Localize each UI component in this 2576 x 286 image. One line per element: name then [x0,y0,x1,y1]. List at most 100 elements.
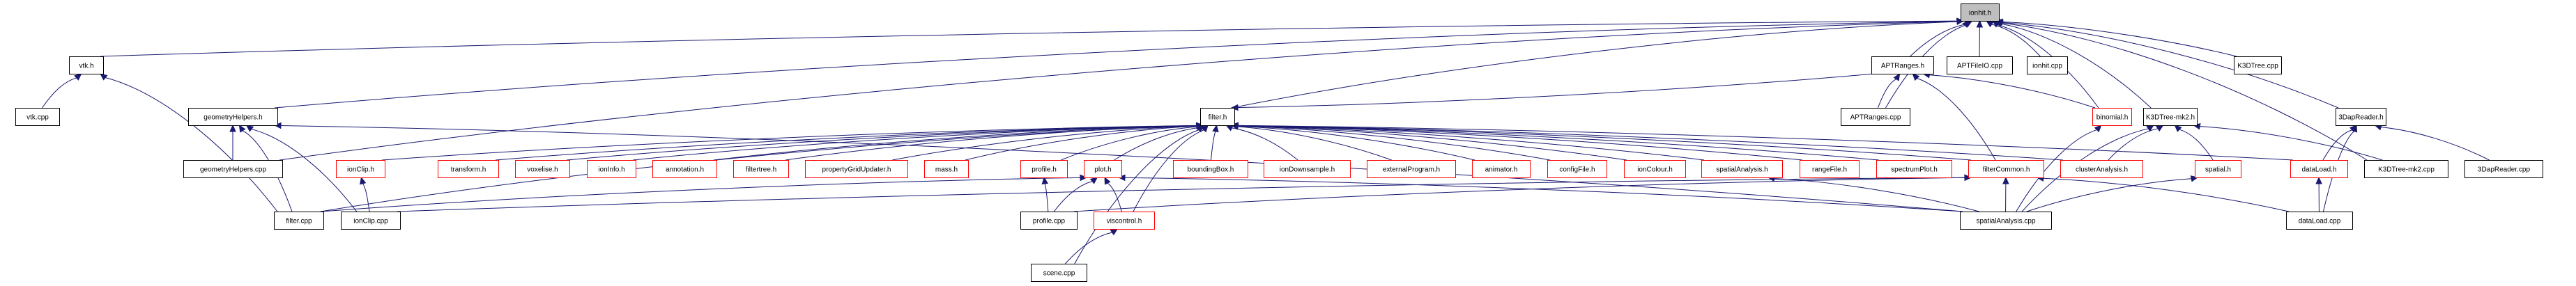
node-box[interactable] [2027,56,2068,74]
graph-node-profile-cpp[interactable]: profile.cpp [1020,212,1078,230]
node-box[interactable] [2195,160,2241,178]
graph-node-boundingbox-h[interactable]: boundingBox.h [1173,160,1248,178]
graph-node-k3dtree-cpp[interactable]: K3DTree.cpp [2234,56,2282,74]
node-box[interactable] [1031,264,1087,282]
graph-node-k3dtree-mk2-h[interactable]: K3DTree-mk2.h [2143,108,2198,126]
graph-node-viscontrol-h[interactable]: viscontrol.h [1094,212,1155,230]
node-box[interactable] [2234,56,2282,74]
graph-node-mass-h[interactable]: mass.h [924,160,969,178]
graph-node-plot-h[interactable]: plot.h [1084,160,1122,178]
graph-node-propertygridupdater-h[interactable]: propertyGridUpdater.h [805,160,908,178]
graph-node-3dapreader-cpp[interactable]: 3DapReader.cpp [2464,160,2543,178]
edge-geometryhelpers-h-to-ionhit-h [274,20,1958,109]
node-box[interactable] [1961,3,2000,22]
graph-node-aptranges-h[interactable]: APTRanges.h [1871,56,1934,74]
edge-dataload-h-to-3dapreader-h [2322,129,2352,161]
node-box[interactable] [587,160,636,178]
node-box[interactable] [2143,108,2198,126]
node-box[interactable] [1020,160,1068,178]
node-box[interactable] [733,160,789,178]
graph-node-spatialanalysis-h[interactable]: spatialAnalysis.h [1701,160,1783,178]
graph-node-iondownsample-h[interactable]: ionDownsample.h [1264,160,1351,178]
graph-node-dataload-h[interactable]: dataLoad.h [2290,160,2348,178]
node-box[interactable] [1876,160,1952,178]
graph-node-filtertree-h[interactable]: filtertree.h [733,160,789,178]
graph-node-ionclip-cpp[interactable]: ionClip.cpp [341,212,401,230]
graph-node-binomial-h[interactable]: binomial.h [2092,108,2132,126]
node-box[interactable] [2364,160,2448,178]
node-label: clusterAnalysis.h [2076,166,2128,174]
graph-node-configfile-h[interactable]: configFile.h [1547,160,1607,178]
edge-layer [42,17,2490,264]
graph-node-spatialanalysis-cpp[interactable]: spatialAnalysis.cpp [1960,212,2052,230]
graph-node-geometryhelpers-cpp[interactable]: geometryHelpers.cpp [183,160,283,178]
node-box[interactable] [1800,160,1860,178]
node-box[interactable] [515,160,570,178]
graph-node-3dapreader-h[interactable]: 3DapReader.h [2336,108,2386,126]
graph-node-ioncolour-h[interactable]: ionColour.h [1624,160,1686,178]
node-box[interactable] [336,160,385,178]
node-box[interactable] [1871,56,1934,74]
graph-node-vtk-cpp[interactable]: vtk.cpp [15,108,60,126]
node-box[interactable] [1020,212,1078,230]
graph-node-spatial-h[interactable]: spatial.h [2195,160,2241,178]
graph-node-aptfileio-cpp[interactable]: APTFileIO.cpp [1947,56,2013,74]
edge-profile-cpp-to-filtercommon-h [1073,177,1965,212]
node-box[interactable] [1200,108,1235,126]
node-box[interactable] [274,212,324,230]
graph-node-aptranges-cpp[interactable]: APTRanges.cpp [1841,108,1910,126]
node-box[interactable] [805,160,908,178]
node-box[interactable] [1968,160,2044,178]
graph-node-vtk-h[interactable]: vtk.h [69,56,104,74]
graph-node-ioninfo-h[interactable]: ionInfo.h [587,160,636,178]
node-box[interactable] [2336,108,2386,126]
node-box[interactable] [1472,160,1531,178]
node-box[interactable] [1367,160,1456,178]
node-box[interactable] [2464,160,2543,178]
graph-node-filtercommon-h[interactable]: filterCommon.h [1968,160,2044,178]
node-box[interactable] [1701,160,1783,178]
node-box[interactable] [1173,160,1248,178]
node-box[interactable] [652,160,717,178]
edge-filter-cpp-to-vtk-h [105,77,278,212]
graph-node-filter-cpp[interactable]: filter.cpp [274,212,324,230]
graph-node-filter-h[interactable]: filter.h [1200,108,1235,126]
graph-node-dataload-cpp[interactable]: dataLoad.cpp [2286,212,2353,230]
graph-node-externalprogram-h[interactable]: externalProgram.h [1367,160,1456,178]
node-box[interactable] [1547,160,1607,178]
graph-node-ionhit-h[interactable]: ionhit.h [1961,3,2000,22]
graph-node-ionclip-h[interactable]: ionClip.h [336,160,385,178]
graph-node-annotation-h[interactable]: annotation.h [652,160,717,178]
node-box[interactable] [1960,212,2052,230]
node-box[interactable] [1624,160,1686,178]
node-box[interactable] [1084,160,1122,178]
graph-node-k3dtree-mk2-cpp[interactable]: K3DTree-mk2.cpp [2364,160,2448,178]
node-box[interactable] [2290,160,2348,178]
node-box[interactable] [183,160,283,178]
node-label: ionDownsample.h [1280,166,1335,174]
graph-node-geometryhelpers-h[interactable]: geometryHelpers.h [188,108,278,126]
graph-node-animator-h[interactable]: animator.h [1472,160,1531,178]
node-box[interactable] [2060,160,2143,178]
graph-node-clusteranalysis-h[interactable]: clusterAnalysis.h [2060,160,2143,178]
node-box[interactable] [438,160,499,178]
node-box[interactable] [1841,108,1910,126]
edge-scene-cpp-to-viscontrol-h [1064,232,1112,264]
node-box[interactable] [2092,108,2132,126]
node-box[interactable] [1094,212,1155,230]
graph-node-scene-cpp[interactable]: scene.cpp [1031,264,1087,282]
node-box[interactable] [924,160,969,178]
graph-node-profile-h[interactable]: profile.h [1020,160,1068,178]
graph-node-ionhit-cpp[interactable]: ionhit.cpp [2027,56,2068,74]
graph-node-rangefile-h[interactable]: rangeFile.h [1800,160,1860,178]
graph-node-transform-h[interactable]: transform.h [438,160,499,178]
graph-node-spectrumplot-h[interactable]: spectrumPlot.h [1876,160,1952,178]
node-box[interactable] [1264,160,1351,178]
node-box[interactable] [2286,212,2353,230]
node-box[interactable] [15,108,60,126]
node-box[interactable] [341,212,401,230]
node-box[interactable] [1947,56,2013,74]
node-box[interactable] [188,108,278,126]
node-box[interactable] [69,56,104,74]
graph-node-voxelise-h[interactable]: voxelise.h [515,160,570,178]
